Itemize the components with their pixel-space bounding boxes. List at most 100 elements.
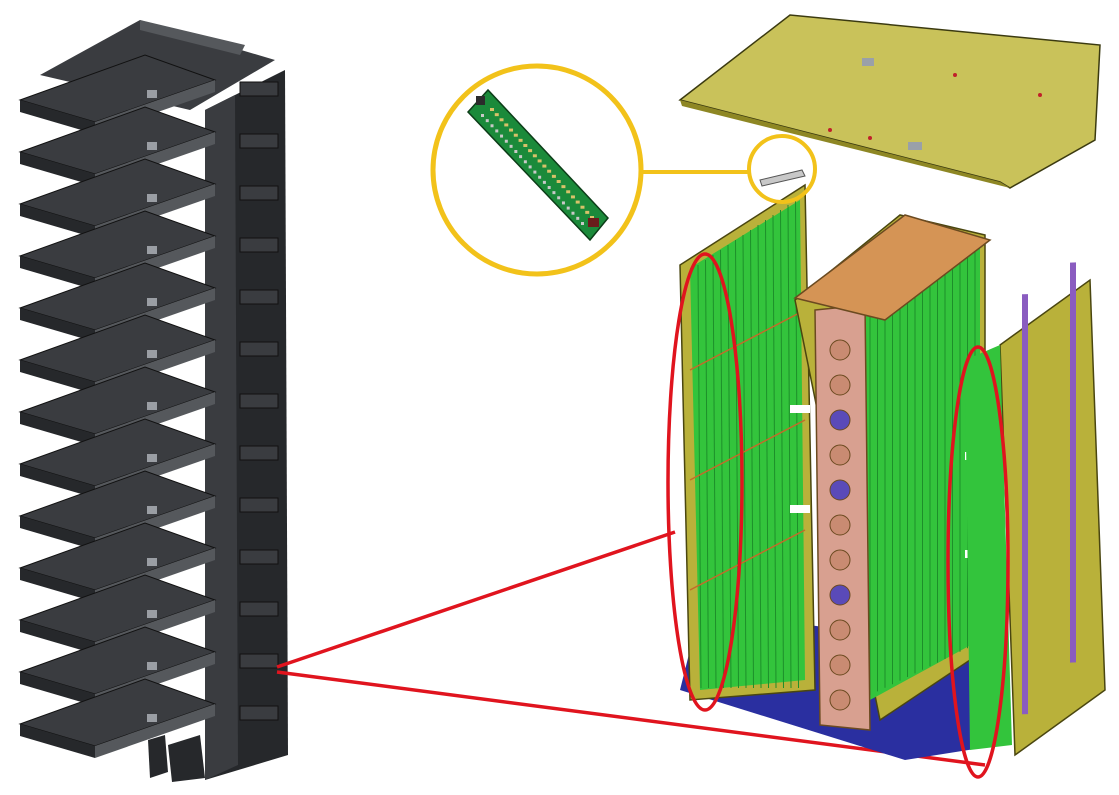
pcb-contact — [575, 200, 580, 204]
rack-shelf-slot — [147, 506, 157, 514]
rack-shelf-lip — [20, 152, 95, 186]
pcb-connector-bottom — [588, 218, 599, 227]
rack-shelf-slot — [147, 454, 157, 462]
rack-shelf-slot — [147, 142, 157, 150]
pcb-component — [528, 165, 532, 169]
pcb-contact — [490, 108, 494, 111]
board-bank-left — [690, 200, 805, 690]
pcb-contact — [570, 195, 575, 199]
rack-shelf-slot — [147, 90, 157, 98]
pcb-board-zoom-icon — [430, 63, 817, 277]
pcb-component — [495, 129, 499, 133]
pcb-contact — [504, 123, 509, 127]
pcb-contact — [556, 180, 561, 183]
pcb-component — [533, 170, 537, 174]
rack-spine-notch — [239, 133, 279, 149]
rack-shelf-slot — [147, 298, 157, 306]
rack-shelf-slot — [147, 350, 157, 358]
column-hole — [829, 654, 851, 676]
open-crate-with-green-boards-icon — [679, 169, 1106, 760]
zoom-circle-small — [747, 134, 817, 204]
pcb-component — [566, 206, 570, 210]
pcb-component — [509, 144, 513, 148]
pcb-component — [490, 124, 494, 128]
rack-spine-notch — [239, 601, 279, 617]
rack-shelf-slot — [147, 714, 157, 722]
rack-foot-left — [148, 735, 168, 778]
board-rib — [727, 244, 732, 689]
callout-line-lower — [276, 670, 986, 767]
board-gap — [790, 505, 810, 513]
pcb-component — [542, 180, 546, 184]
rack-shelf-lip — [20, 100, 95, 134]
rack-spine-notch — [239, 393, 279, 409]
pcb-component — [552, 191, 556, 195]
board-rib — [720, 249, 724, 689]
right-rail-2 — [1070, 262, 1076, 663]
pcb-component — [557, 196, 561, 200]
rack-shelf-slot — [147, 662, 157, 670]
board-shelf-line — [689, 309, 806, 371]
stacked-rack-drawer-assembly-icon — [18, 20, 288, 782]
pcb-contact — [499, 118, 504, 122]
board-rib — [712, 254, 717, 689]
pcb-component — [500, 134, 504, 138]
rack-shelf-lip — [20, 256, 95, 290]
rack-spine-notch — [239, 341, 279, 357]
board-bank-center — [860, 245, 980, 700]
pcb-contact — [518, 138, 523, 142]
board-shelf-line — [689, 529, 806, 591]
pcb-component — [504, 139, 508, 143]
pcb-contact — [509, 128, 514, 132]
pcb-contact — [494, 113, 499, 117]
board-rib — [750, 229, 754, 689]
column-hole — [829, 584, 851, 606]
rack-top-lid-edge — [140, 20, 245, 55]
column-hole — [829, 374, 851, 396]
board-shelf-line — [689, 419, 806, 481]
board-rib — [705, 259, 709, 689]
column-hole — [829, 619, 851, 641]
rack-shelf-lip — [20, 308, 95, 342]
pcb-contact — [523, 144, 528, 147]
rack-spine-notch — [239, 185, 279, 201]
column-hole — [829, 409, 851, 431]
board-rib — [757, 224, 762, 689]
column-hole — [829, 514, 851, 536]
rack-shelf-lip — [20, 568, 95, 602]
small-pcb-in-crate — [759, 169, 806, 187]
rack-shelf-slot — [147, 610, 157, 618]
red-callout-lines — [276, 530, 986, 767]
rack-shelf-slot — [147, 194, 157, 202]
lid-front-edge — [680, 100, 1010, 188]
rack-shelf-front — [95, 704, 215, 758]
lid-tab-1 — [862, 58, 874, 66]
rack-shelf-lip — [20, 204, 95, 238]
lid-top-face — [678, 14, 1101, 189]
rack-shelf-lip — [20, 672, 95, 706]
right-rail-1 — [1022, 294, 1028, 715]
pcb-contact — [528, 149, 533, 153]
column-hole — [829, 549, 851, 571]
pcb-contact — [537, 159, 542, 163]
board-rib — [697, 264, 702, 689]
pcb-contact — [547, 169, 552, 173]
pcb-contact — [590, 216, 594, 219]
pcb-contact — [580, 205, 585, 209]
rack-shelf-lip — [20, 464, 95, 498]
rack-shelf-lip — [20, 360, 95, 394]
rack-shelves — [18, 54, 279, 758]
rack-foot-right — [168, 735, 205, 782]
callout-line-upper — [276, 530, 676, 669]
lid-hole-1 — [828, 128, 832, 132]
lid-tab-2 — [908, 142, 922, 150]
pcb-component — [561, 201, 565, 205]
pcb-component — [538, 175, 542, 179]
pcb-component — [523, 160, 527, 164]
pcb-contact — [551, 174, 556, 178]
lid-hole-2 — [868, 136, 872, 140]
rack-shelf-slot — [147, 558, 157, 566]
board-rib — [780, 209, 784, 689]
rack-spine-notch — [239, 497, 279, 513]
